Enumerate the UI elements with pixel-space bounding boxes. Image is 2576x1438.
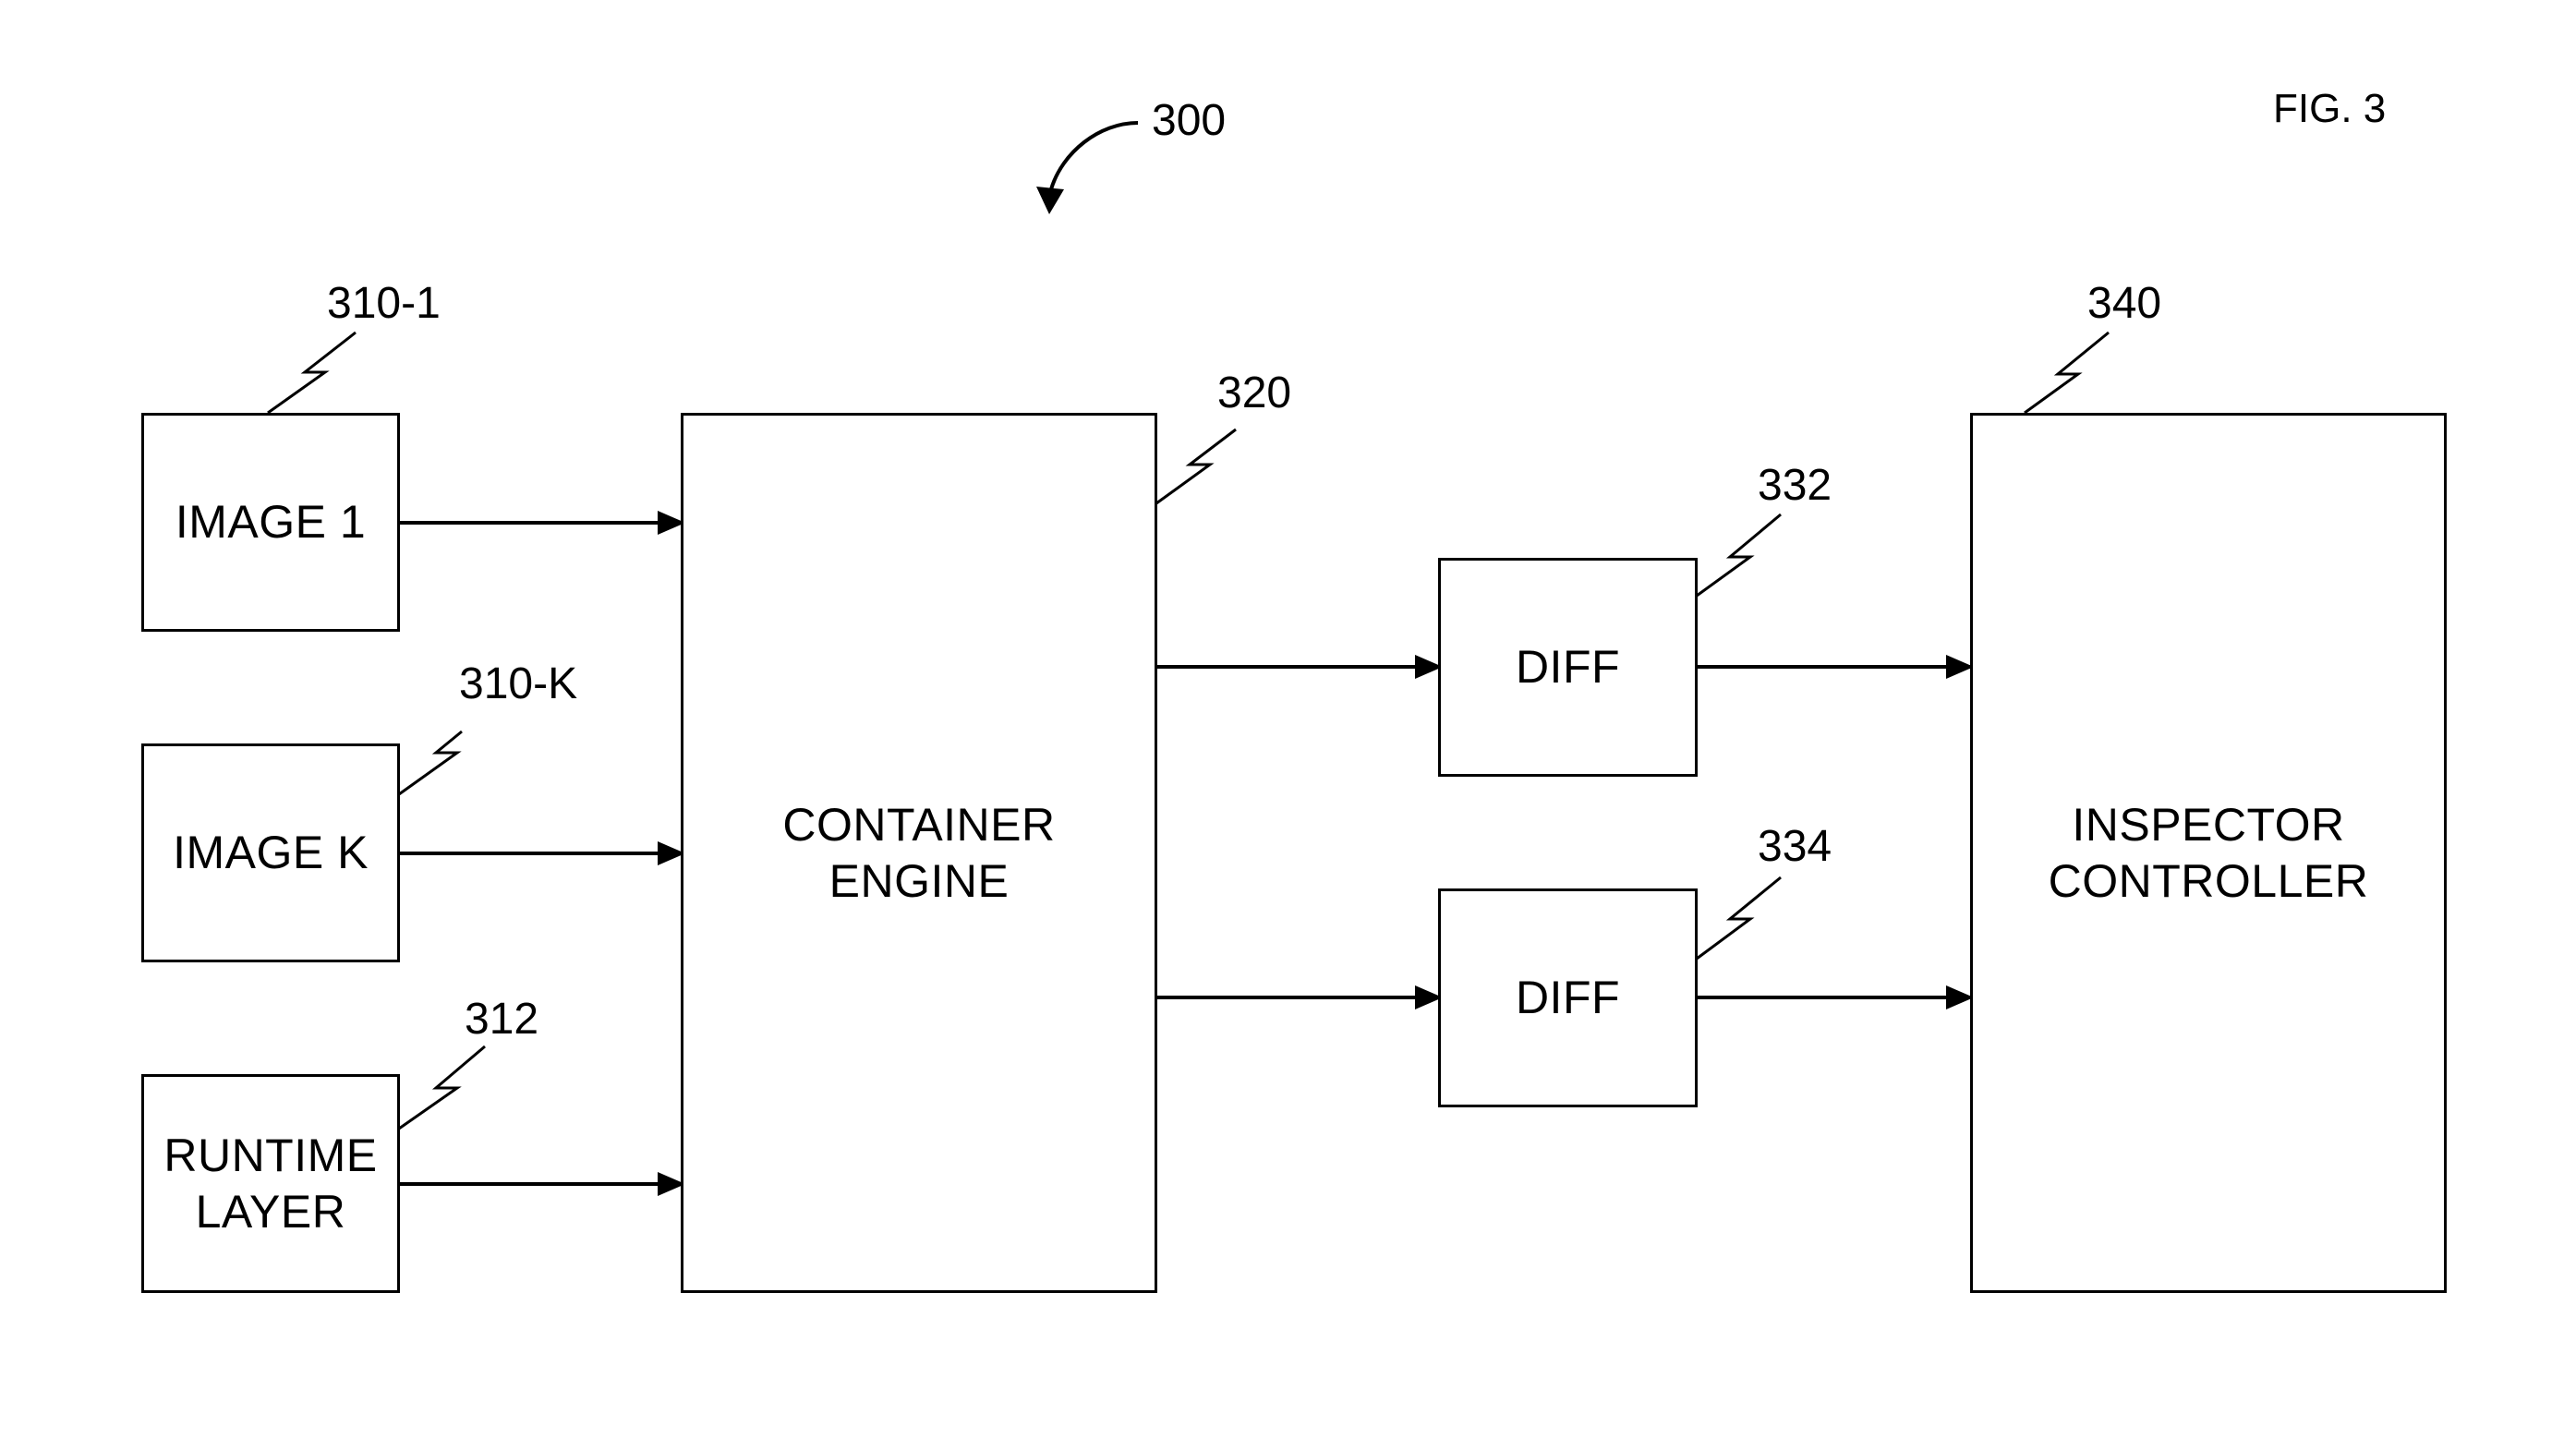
ref-332: 332 (1758, 461, 1832, 510)
ref-320: 320 (1217, 369, 1292, 417)
leader-310-K (398, 730, 463, 796)
leader-334 (1696, 876, 1782, 961)
edge-engine-to-diff1 (1156, 655, 1443, 679)
diff-332-label: DIFF (1515, 641, 1621, 693)
image-1-box: IMAGE 1 (141, 413, 400, 632)
leader-340 (2024, 331, 2110, 415)
figure-label: FIG. 3 (2273, 86, 2387, 131)
diff-box-332: DIFF (1438, 558, 1698, 777)
diff-box-334: DIFF (1438, 888, 1698, 1107)
container-engine-box: CONTAINER ENGINE (681, 413, 1157, 1293)
inspector-controller-box: INSPECTOR CONTROLLER (1970, 413, 2447, 1293)
ref-300: 300 (1152, 96, 1227, 145)
edge-image1-to-engine (399, 511, 685, 535)
inspector-controller-label: INSPECTOR CONTROLLER (2048, 798, 2369, 907)
image-k-label: IMAGE K (173, 827, 369, 878)
ref-340: 340 (2087, 279, 2162, 328)
image-k-box: IMAGE K (141, 743, 400, 962)
ref-312: 312 (465, 995, 539, 1044)
leader-310-1 (267, 331, 357, 415)
runtime-layer-box: RUNTIME LAYER (141, 1074, 400, 1293)
ref-310-1: 310-1 (327, 279, 441, 328)
runtime-layer-label: RUNTIME LAYER (163, 1129, 378, 1238)
edge-diff1-to-inspector (1697, 655, 1974, 679)
diff-334-label: DIFF (1515, 972, 1621, 1023)
edge-runtime-to-engine (399, 1172, 685, 1196)
edge-imagek-to-engine (399, 841, 685, 865)
leader-312 (398, 1045, 486, 1130)
leader-320 (1155, 428, 1237, 505)
figure-ref-arrow (1036, 121, 1139, 214)
leader-332 (1696, 513, 1782, 598)
container-engine-label: CONTAINER ENGINE (782, 798, 1056, 907)
ref-334: 334 (1758, 822, 1832, 871)
edge-engine-to-diff2 (1156, 985, 1443, 1009)
image-1-label: IMAGE 1 (175, 496, 367, 548)
edge-diff2-to-inspector (1697, 985, 1974, 1009)
ref-310-K: 310-K (459, 659, 578, 708)
